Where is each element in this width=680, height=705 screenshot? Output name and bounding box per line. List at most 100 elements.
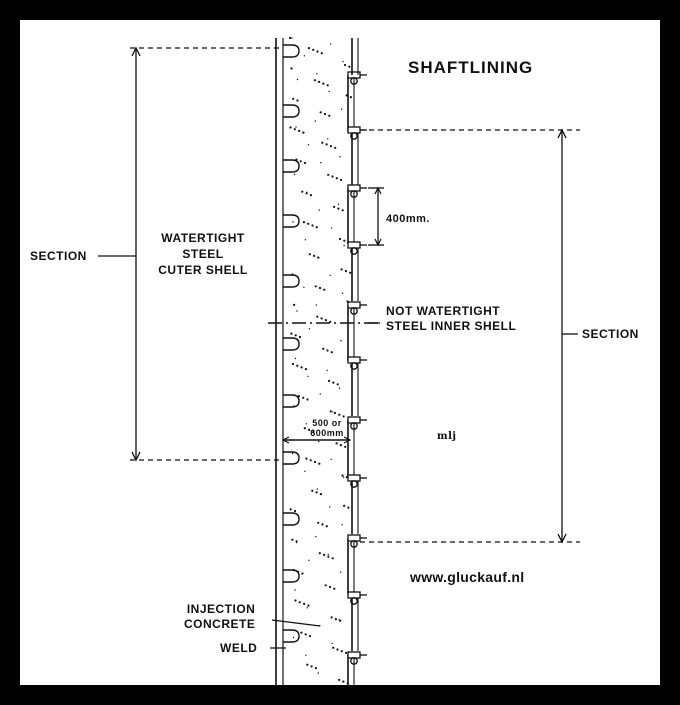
concrete-speckle xyxy=(291,37,293,39)
concrete-speckle xyxy=(294,589,296,591)
concrete-speckle xyxy=(313,79,316,82)
bolt xyxy=(350,307,358,315)
bolt xyxy=(350,132,358,140)
concrete-speckle xyxy=(293,303,296,306)
concrete-speckle xyxy=(328,379,331,382)
concrete-speckle xyxy=(329,506,331,508)
bolt xyxy=(350,480,358,488)
concrete-speckle xyxy=(322,82,325,85)
concrete-speckle xyxy=(304,633,307,636)
concrete-speckle xyxy=(330,616,333,619)
concrete-speckle xyxy=(325,143,328,146)
bolt xyxy=(350,422,358,430)
concrete-speckle xyxy=(326,84,329,87)
concrete-speckle xyxy=(302,396,305,399)
flange xyxy=(347,184,361,192)
outer-rib xyxy=(283,274,300,288)
flange xyxy=(347,651,361,659)
concrete-speckle xyxy=(328,114,331,117)
concrete-speckle xyxy=(334,618,337,621)
concrete-speckle xyxy=(313,460,317,464)
concrete-speckle xyxy=(331,557,334,560)
bolt xyxy=(350,77,358,85)
concrete-speckle xyxy=(309,459,312,462)
diagram-canvas: SHAFTLINING SECTION SECTION WATERTIGHT S… xyxy=(20,20,660,685)
concrete-speckle xyxy=(316,488,318,490)
concrete-speckle xyxy=(330,458,332,461)
concrete-speckle xyxy=(340,178,343,181)
section-left-arrow-top xyxy=(131,46,141,57)
shaft-lining-drawing xyxy=(98,36,580,685)
concrete-speckle xyxy=(302,131,305,134)
concrete-speckle xyxy=(294,599,297,602)
concrete-speckle xyxy=(323,112,327,116)
concrete-speckle xyxy=(335,442,338,445)
concrete-speckle xyxy=(308,328,311,330)
concrete-speckle xyxy=(338,413,341,416)
injection-line-1: INJECTION xyxy=(186,602,256,616)
concrete-speckle xyxy=(290,67,293,70)
concrete-speckle xyxy=(340,650,343,653)
concrete-speckle xyxy=(328,585,332,589)
concrete-speckle xyxy=(310,665,313,668)
bolt xyxy=(350,597,358,605)
bolt xyxy=(350,190,358,198)
concrete-speckle xyxy=(339,156,341,158)
concrete-speckle xyxy=(338,387,341,389)
concrete-speckle xyxy=(311,224,314,227)
concrete-speckle xyxy=(340,108,343,110)
concrete-speckle xyxy=(313,254,316,257)
diagram-title: SHAFTLINING xyxy=(408,58,534,77)
section-right-label: SECTION xyxy=(582,327,639,341)
concrete-speckle xyxy=(317,521,320,524)
concrete-speckle xyxy=(343,245,345,247)
concrete-speckle xyxy=(315,491,318,494)
concrete-speckle xyxy=(315,226,318,229)
concrete-speckle xyxy=(306,191,308,193)
outer-shell-line-2: STEEL xyxy=(182,247,224,261)
outer-rib xyxy=(283,104,300,118)
concrete-speckle xyxy=(295,540,298,543)
concrete-speckle xyxy=(306,607,309,609)
outer-shell-label: WATERTIGHT STEEL CUTER SHELL xyxy=(148,230,258,278)
concrete-speckle xyxy=(319,111,322,114)
outer-rib xyxy=(283,569,300,583)
concrete-speckle xyxy=(300,631,303,634)
concrete-speckle xyxy=(315,535,317,538)
concrete-speckle xyxy=(339,444,342,447)
concrete-speckle xyxy=(330,351,333,354)
concrete-speckle xyxy=(293,509,297,513)
website-url: www.gluckauf.nl xyxy=(410,569,525,585)
concrete-speckle xyxy=(293,173,296,176)
concrete-speckle xyxy=(343,63,347,67)
concrete-speckle xyxy=(305,423,308,425)
concrete-speckle xyxy=(331,175,334,178)
concrete-speckle xyxy=(299,160,302,163)
concrete-speckle xyxy=(334,146,337,149)
concrete-speckle xyxy=(338,678,341,682)
concrete-speckle xyxy=(304,470,306,472)
inner-shell-line-1: NOT WATERTIGHT xyxy=(386,304,501,318)
concrete-speckle xyxy=(327,138,329,140)
concrete-speckle xyxy=(327,555,330,558)
concrete-speckle xyxy=(325,525,328,528)
concrete-speckle xyxy=(337,203,340,205)
concrete-speckle xyxy=(333,587,336,590)
concrete-speckle xyxy=(331,642,333,645)
concrete-speckle xyxy=(329,145,332,148)
outer-rib xyxy=(283,337,300,351)
section-left-arrow-bottom xyxy=(131,451,141,462)
thickness-line-2: 600mm xyxy=(310,428,344,438)
outer-rib xyxy=(283,512,300,526)
concrete-speckle xyxy=(326,369,328,372)
concrete-speckle xyxy=(292,636,295,639)
concrete-speckle xyxy=(317,672,319,674)
concrete-speckle xyxy=(318,286,322,290)
concrete-speckle xyxy=(342,476,345,478)
concrete-speckle xyxy=(298,601,301,604)
thickness-arrow-right xyxy=(343,436,352,444)
concrete-speckle xyxy=(320,161,322,164)
concrete-speckle xyxy=(309,194,312,197)
concrete-speckle xyxy=(333,411,337,415)
concrete-speckle xyxy=(345,94,348,97)
